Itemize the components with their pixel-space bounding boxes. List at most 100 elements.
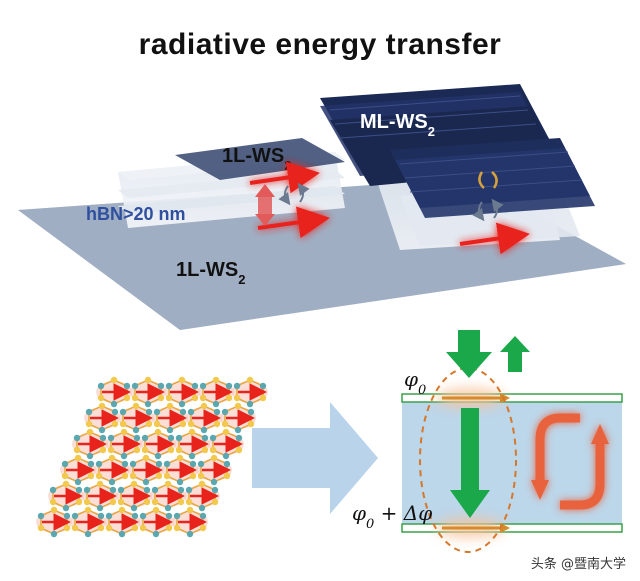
- lattice-atom: [133, 446, 141, 454]
- lattice-atom: [221, 408, 229, 416]
- lattice-atom: [131, 382, 139, 390]
- lattice-atom: [154, 428, 162, 436]
- ml-ws2-label: ML-WS2: [360, 111, 435, 139]
- lattice-atom: [96, 480, 104, 488]
- lattice-atom: [131, 524, 139, 532]
- hbn-thickness-label: hBN>20 nm: [86, 204, 186, 224]
- lattice-atom: [95, 472, 103, 480]
- lattice-atom: [233, 382, 241, 390]
- phase-label-bottom: φ0 + Δφ: [352, 501, 432, 532]
- lattice-atom: [123, 394, 131, 402]
- lattice-atom: [155, 460, 163, 468]
- lattice-atom: [212, 400, 220, 408]
- lattice-atom: [191, 394, 199, 402]
- lattice-atom: [107, 446, 115, 454]
- lattice-atom: [108, 478, 116, 486]
- lattice-atom: [247, 420, 255, 428]
- lattice-atom: [175, 446, 183, 454]
- lattice-atom: [152, 530, 160, 538]
- lattice-atom: [209, 434, 217, 442]
- lattice-atom: [176, 454, 184, 462]
- lattice-atom: [176, 478, 184, 486]
- top-ws2-flake: [175, 138, 345, 180]
- lattice-atom: [198, 480, 206, 488]
- lattice-atom: [132, 426, 140, 434]
- lattice-atom: [167, 446, 175, 454]
- lattice-atom: [200, 426, 208, 434]
- lattice-atom: [111, 408, 119, 416]
- lattice-atom: [119, 420, 127, 428]
- lattice-atom: [157, 382, 165, 390]
- lattice-atom: [200, 402, 208, 410]
- lattice-atom: [233, 394, 241, 402]
- lattice-atom: [191, 382, 199, 390]
- lattice-atom: [143, 486, 151, 494]
- lattice-atom: [185, 498, 193, 506]
- lattice-atom: [50, 530, 58, 538]
- spacer-double-arrow: [255, 184, 275, 226]
- lattice-atom: [142, 454, 150, 462]
- lattice-atom: [225, 382, 233, 390]
- lattice-atom: [152, 506, 160, 514]
- lattice-atom: [50, 506, 58, 514]
- lattice-atom: [199, 512, 207, 520]
- lattice-atom: [37, 524, 45, 532]
- bottom-1l-ws2-label: 1L-WS2: [176, 259, 245, 287]
- lattice-atom: [163, 460, 171, 468]
- lattice-atom: [234, 426, 242, 434]
- lattice-atom: [87, 472, 95, 480]
- lattice-atom: [133, 434, 141, 442]
- lattice-atom: [99, 434, 107, 442]
- dipole-arrow-bottom: [257, 206, 330, 239]
- lattice-atom: [117, 486, 125, 494]
- lattice-atom: [73, 434, 81, 442]
- lattice-atom: [246, 400, 254, 408]
- lattice-atom: [177, 498, 185, 506]
- lattice-atom: [142, 478, 150, 486]
- lattice-atom: [61, 472, 69, 480]
- lattice-atom: [63, 524, 71, 532]
- cavity-mirror-top: [401, 393, 623, 403]
- emission-arrow: [500, 336, 530, 352]
- lattice-atom: [210, 478, 218, 486]
- lattice-atom: [73, 446, 81, 454]
- diagram-title: radiative energy transfer: [138, 28, 502, 61]
- lattice-atom: [49, 486, 57, 494]
- lattice-atom: [166, 426, 174, 434]
- lattice-atom: [167, 434, 175, 442]
- lattice-atom: [83, 498, 91, 506]
- lattice-atom: [201, 434, 209, 442]
- lattice-atom: [74, 478, 82, 486]
- lattice-atom: [118, 506, 126, 514]
- cavity-mirror-bottom: [401, 523, 623, 533]
- lattice-atom: [97, 382, 105, 390]
- lattice-atom: [37, 512, 45, 520]
- lattice-atom: [211, 486, 219, 494]
- lattice-atom: [189, 460, 197, 468]
- lattice-atom: [123, 382, 131, 390]
- lattice-atom: [85, 408, 93, 416]
- lattice-atom: [198, 504, 206, 512]
- watermark: 头条 @暨南大学: [526, 552, 630, 573]
- lattice-atom: [209, 446, 217, 454]
- lattice-atom: [144, 400, 152, 408]
- lattice-atom: [97, 512, 105, 520]
- lattice-atom: [188, 428, 196, 436]
- lattice-atom: [97, 524, 105, 532]
- lattice-atom: [199, 382, 207, 390]
- lattice-atom: [129, 472, 137, 480]
- lattice-atom: [105, 512, 113, 520]
- lattice-atom: [63, 512, 71, 520]
- lattice-atom: [153, 420, 161, 428]
- lattice-atom: [212, 376, 220, 384]
- cavity-loop-icon-small: [478, 171, 498, 189]
- lattice-atom: [83, 486, 91, 494]
- lattice-atom: [213, 408, 221, 416]
- lattice-atom: [141, 434, 149, 442]
- cavity-loop-icon: [531, 413, 609, 510]
- lattice-atom: [87, 460, 95, 468]
- lattice-atom: [222, 428, 230, 436]
- lattice-atom: [98, 426, 106, 434]
- lattice-atom: [164, 480, 172, 488]
